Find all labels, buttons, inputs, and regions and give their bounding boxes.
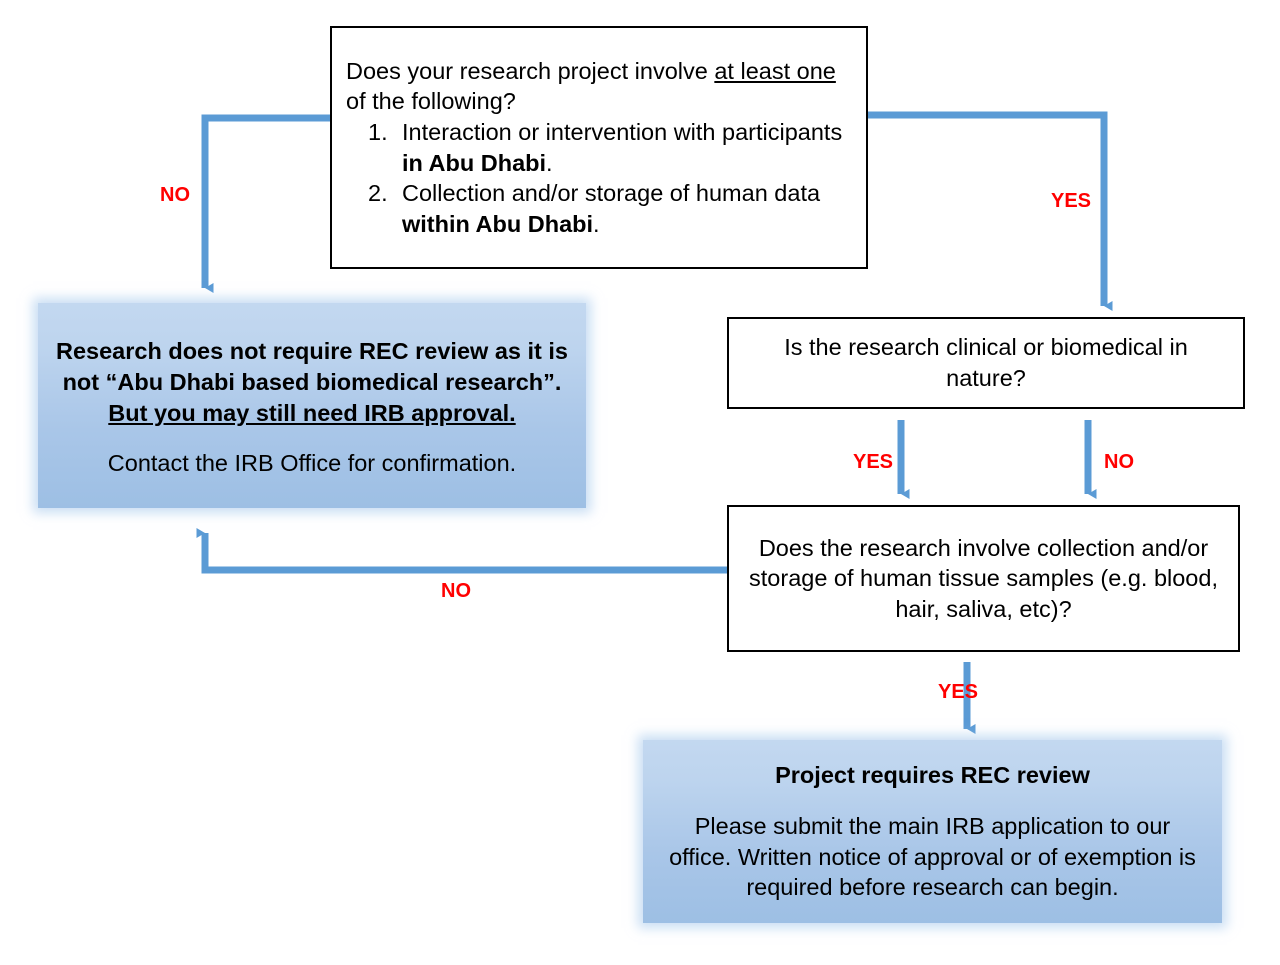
outcome-rec-required-heading: Project requires REC review bbox=[775, 762, 1090, 789]
question-scope-lead: Does your research project involve at le… bbox=[346, 56, 852, 117]
list-item-text-bold: within Abu Dhabi bbox=[402, 210, 594, 237]
list-item-text-part2: . bbox=[593, 210, 600, 237]
question-scope-emphasis: at least one bbox=[714, 57, 836, 84]
outcome-no-rec-line2: But you may still need IRB approval. bbox=[108, 399, 516, 426]
question-clinical-text: Is the research clinical or biomedical i… bbox=[784, 334, 1188, 391]
question-tissue-text: Does the research involve collection and… bbox=[749, 534, 1218, 622]
outcome-no-rec-line1: Research does not require REC review as … bbox=[56, 338, 568, 395]
node-question-scope: Does your research project involve at le… bbox=[330, 26, 868, 269]
list-item-text-part1: Interaction or intervention with partici… bbox=[402, 118, 843, 145]
outcome-rec-required-body: Please submit the main IRB application t… bbox=[669, 812, 1196, 901]
question-scope-list: 1. Interaction or intervention with part… bbox=[346, 117, 852, 239]
edge-scope-no bbox=[201, 114, 330, 293]
question-scope-list-item: 1. Interaction or intervention with part… bbox=[346, 117, 852, 178]
outcome-no-rec-spacer bbox=[56, 428, 568, 448]
outcome-rec-required-spacer bbox=[665, 791, 1200, 811]
list-item-number: 1. bbox=[368, 118, 388, 145]
list-item-number: 2. bbox=[368, 180, 388, 207]
edge-label-scope-yes: YES bbox=[1051, 190, 1092, 212]
edge-label-tissue-no: NO bbox=[441, 580, 471, 602]
list-item-text-part2: . bbox=[546, 149, 553, 176]
edge-label-tissue-yes: YES bbox=[938, 681, 979, 703]
node-question-clinical: Is the research clinical or biomedical i… bbox=[727, 317, 1245, 409]
edge-label-clinical-no: NO bbox=[1104, 451, 1134, 473]
node-outcome-rec-required: Project requires REC review Please submi… bbox=[643, 740, 1222, 923]
list-item-text: Interaction or intervention with partici… bbox=[402, 117, 852, 178]
question-scope-list-item: 2. Collection and/or storage of human da… bbox=[346, 178, 852, 239]
list-item-text-bold: in Abu Dhabi bbox=[402, 149, 547, 176]
edge-label-clinical-yes: YES bbox=[853, 451, 894, 473]
list-item-text: Collection and/or storage of human data … bbox=[402, 178, 852, 239]
list-item-text-part1: Collection and/or storage of human data bbox=[402, 180, 821, 207]
question-scope-lead-part2: of the following? bbox=[346, 88, 516, 115]
node-outcome-no-rec-review: Research does not require REC review as … bbox=[38, 303, 586, 508]
outcome-no-rec-line3: Contact the IRB Office for confirmation. bbox=[107, 450, 517, 477]
edge-tissue-no bbox=[196, 528, 727, 574]
question-scope-lead-part1: Does your research project involve bbox=[346, 57, 715, 84]
node-question-tissue: Does the research involve collection and… bbox=[727, 505, 1240, 652]
edge-label-scope-no: NO bbox=[160, 184, 190, 206]
